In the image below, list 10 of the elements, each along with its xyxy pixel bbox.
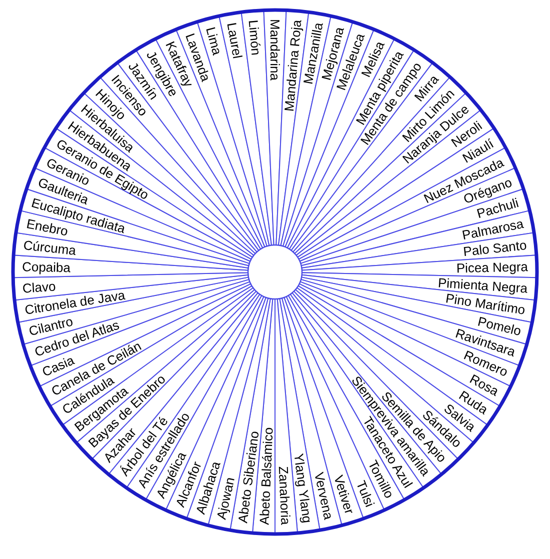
oil-name: Picea Negra bbox=[456, 259, 528, 276]
oil-name: Mandarina Roja bbox=[281, 19, 304, 112]
oil-name: Clavo bbox=[22, 278, 56, 296]
oil-name: Cúrcuma bbox=[22, 237, 77, 258]
oil-name: Copaiba bbox=[22, 259, 71, 276]
oil-name: Limón bbox=[246, 19, 264, 56]
oil-name: Lima bbox=[203, 26, 225, 57]
oil-name: Zanahoria bbox=[276, 466, 294, 526]
oil-name: Laurel bbox=[224, 21, 246, 60]
oil-name: Mandarina bbox=[267, 19, 282, 80]
